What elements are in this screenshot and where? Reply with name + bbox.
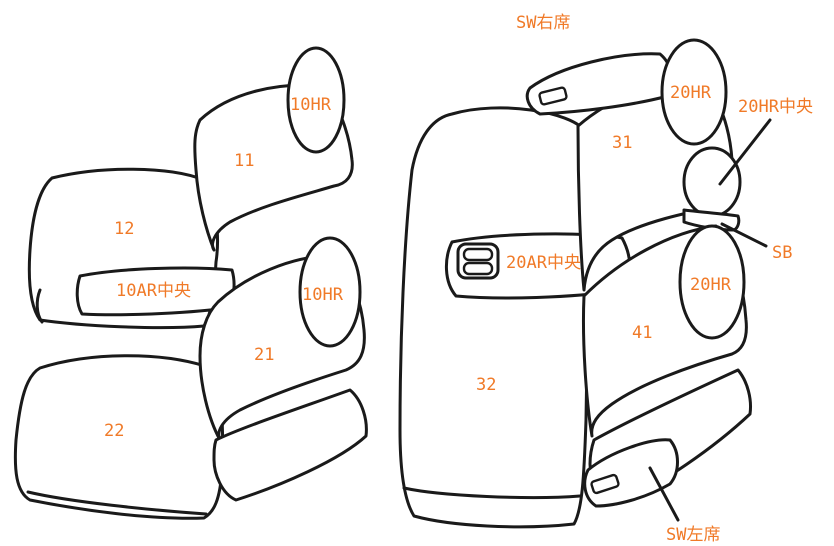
seat-22-cushion: [13, 354, 225, 520]
headrest-20hr-center: [682, 146, 742, 218]
label-side-wing-right: SW右席: [516, 13, 570, 33]
headrest-10hr-front: [286, 46, 346, 154]
labels: 11 12 21 22 10HR 10HR 10AR中央 31 32 41 20…: [104, 13, 813, 545]
side-wing-left-latch: [590, 473, 620, 495]
label-seat-belt-sb: SB: [772, 243, 792, 263]
label-seat-22: 22: [104, 421, 124, 441]
label-seat-41: 41: [632, 323, 652, 343]
label-headrest-10hr-rear: 10HR: [302, 285, 344, 305]
leader-20hr-center: [718, 118, 772, 186]
label-armrest-10ar: 10AR中央: [116, 281, 191, 301]
label-headrest-20hr-upper: 20HR: [670, 83, 712, 103]
left-seat-group: [13, 46, 368, 520]
label-headrest-20hr-center: 20HR中央: [738, 97, 813, 117]
armrest-20ar-cup-2: [462, 261, 494, 276]
headrest-20hr-lower: [678, 224, 746, 340]
label-seat-21: 21: [254, 345, 274, 365]
label-seat-12: 12: [114, 219, 134, 239]
leader-sw-left: [648, 466, 680, 522]
right-seat-group: [398, 38, 772, 529]
leader-sb: [720, 222, 768, 248]
seat-12-front-bolster: [35, 288, 44, 324]
headrest-10hr-rear: [298, 236, 362, 348]
label-armrest-20ar: 20AR中央: [506, 253, 581, 273]
label-seat-32: 32: [476, 375, 496, 395]
label-headrest-10hr-front: 10HR: [290, 95, 332, 115]
seat-32-bench: [398, 106, 590, 529]
label-side-wing-left: SW左席: [666, 525, 720, 545]
seat-32-lower-edge: [402, 486, 582, 500]
label-seat-11: 11: [234, 151, 254, 171]
side-wing-right-latch: [538, 86, 568, 106]
label-headrest-20hr-lower: 20HR: [690, 275, 732, 295]
label-seat-31: 31: [612, 133, 632, 153]
headrest-20hr-upper: [660, 38, 728, 146]
seat-22-front-edge: [26, 490, 208, 516]
seat-21-side: [212, 388, 368, 502]
armrest-20ar-cup-1: [462, 247, 494, 262]
